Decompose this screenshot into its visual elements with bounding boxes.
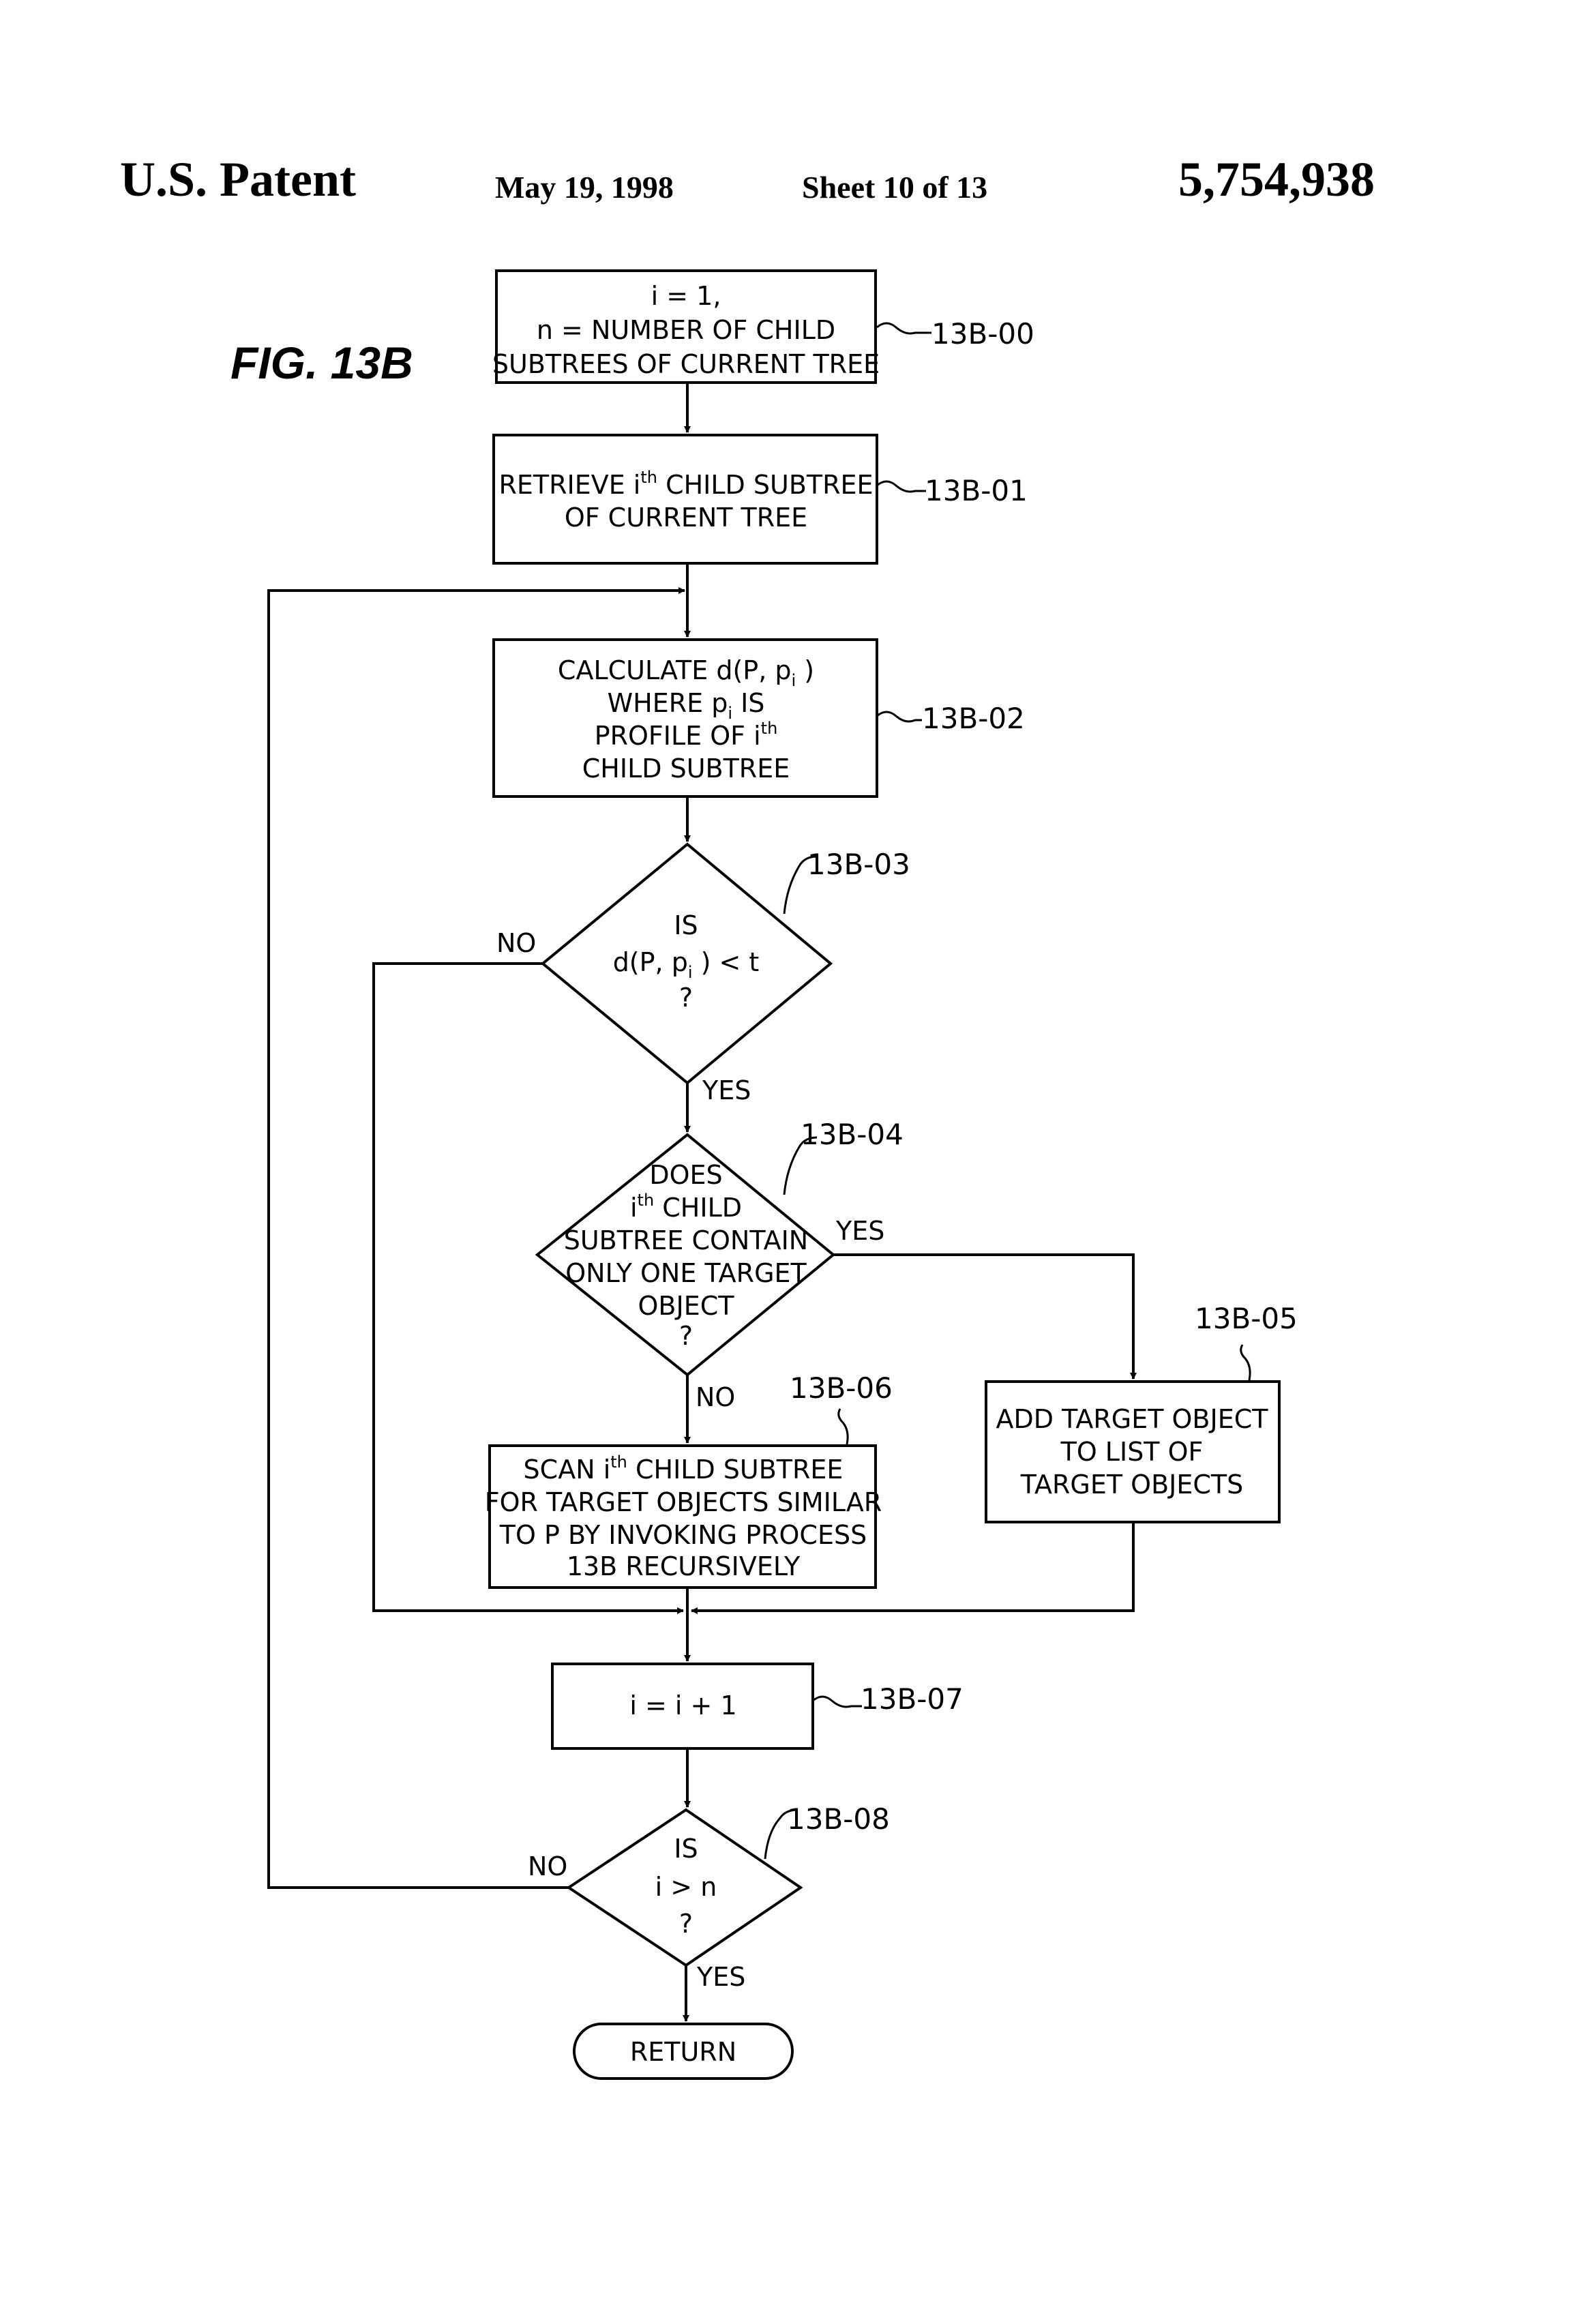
- figure-label: FIG. 13B: [230, 338, 413, 388]
- s03-yes-label: YES: [702, 1075, 751, 1105]
- s08-line3: ?: [679, 1909, 693, 1939]
- ref-13b-07: 13B-07: [861, 1682, 964, 1716]
- s08-line2: i > n: [655, 1872, 717, 1902]
- ref-13b-06: 13B-06: [790, 1371, 893, 1405]
- s03-line1: IS: [674, 910, 698, 940]
- s05-line2: TO LIST OF: [1060, 1437, 1204, 1467]
- s00-line1: i = 1,: [651, 281, 721, 311]
- s04-line2: ith CHILD: [630, 1191, 742, 1223]
- s04-line1: DOES: [649, 1160, 722, 1190]
- ref-leaders: [765, 323, 1250, 1859]
- ref-13b-01: 13B-01: [925, 474, 1028, 507]
- return-label: RETURN: [630, 2037, 736, 2067]
- s00-line3: SUBTREES OF CURRENT TREE: [492, 349, 880, 379]
- s05-line1: ADD TARGET OBJECT: [996, 1404, 1269, 1434]
- ref-13b-00: 13B-00: [931, 317, 1034, 351]
- s07-line1: i = i + 1: [629, 1690, 736, 1720]
- ref-13b-03: 13B-03: [807, 848, 910, 881]
- s05-line3: TARGET OBJECTS: [1020, 1470, 1243, 1500]
- s04-line4: ONLY ONE TARGET: [565, 1258, 807, 1288]
- s06-line3: TO P BY INVOKING PROCESS: [499, 1520, 867, 1550]
- s04-line6: ?: [679, 1321, 693, 1351]
- s04-no-label: NO: [696, 1382, 735, 1412]
- ref-13b-08: 13B-08: [787, 1802, 890, 1836]
- s03-no-label: NO: [496, 928, 536, 958]
- s01-line2: OF CURRENT TREE: [565, 503, 807, 533]
- s08-no-label: NO: [528, 1851, 567, 1881]
- s03-line3: ?: [679, 983, 693, 1013]
- s06-line2: FOR TARGET OBJECTS SIMILAR: [485, 1487, 882, 1517]
- s06-line1: SCAN ith CHILD SUBTREE: [524, 1452, 844, 1485]
- s01-line1: RETRIEVE ith CHILD SUBTREE: [498, 468, 873, 500]
- s08-line1: IS: [674, 1834, 698, 1864]
- s06-line4: 13B RECURSIVELY: [567, 1551, 801, 1581]
- ref-13b-02: 13B-02: [922, 702, 1025, 735]
- s02-line3: PROFILE OF ith: [595, 719, 778, 751]
- s02-line4: CHILD SUBTREE: [582, 754, 790, 784]
- s04-line3: SUBTREE CONTAIN: [564, 1225, 808, 1255]
- ref-13b-05: 13B-05: [1195, 1302, 1298, 1335]
- s02-line1: CALCULATE d(P, pi ): [558, 655, 814, 690]
- s03-line2: d(P, pi ) < t: [613, 947, 760, 982]
- s04-line5: OBJECT: [638, 1291, 735, 1321]
- ref-13b-04: 13B-04: [801, 1118, 904, 1151]
- s00-line2: n = NUMBER OF CHILD: [537, 315, 835, 345]
- s08-yes-label: YES: [696, 1962, 745, 1992]
- s04-yes-label: YES: [835, 1216, 884, 1246]
- s02-line2: WHERE pi IS: [608, 688, 765, 723]
